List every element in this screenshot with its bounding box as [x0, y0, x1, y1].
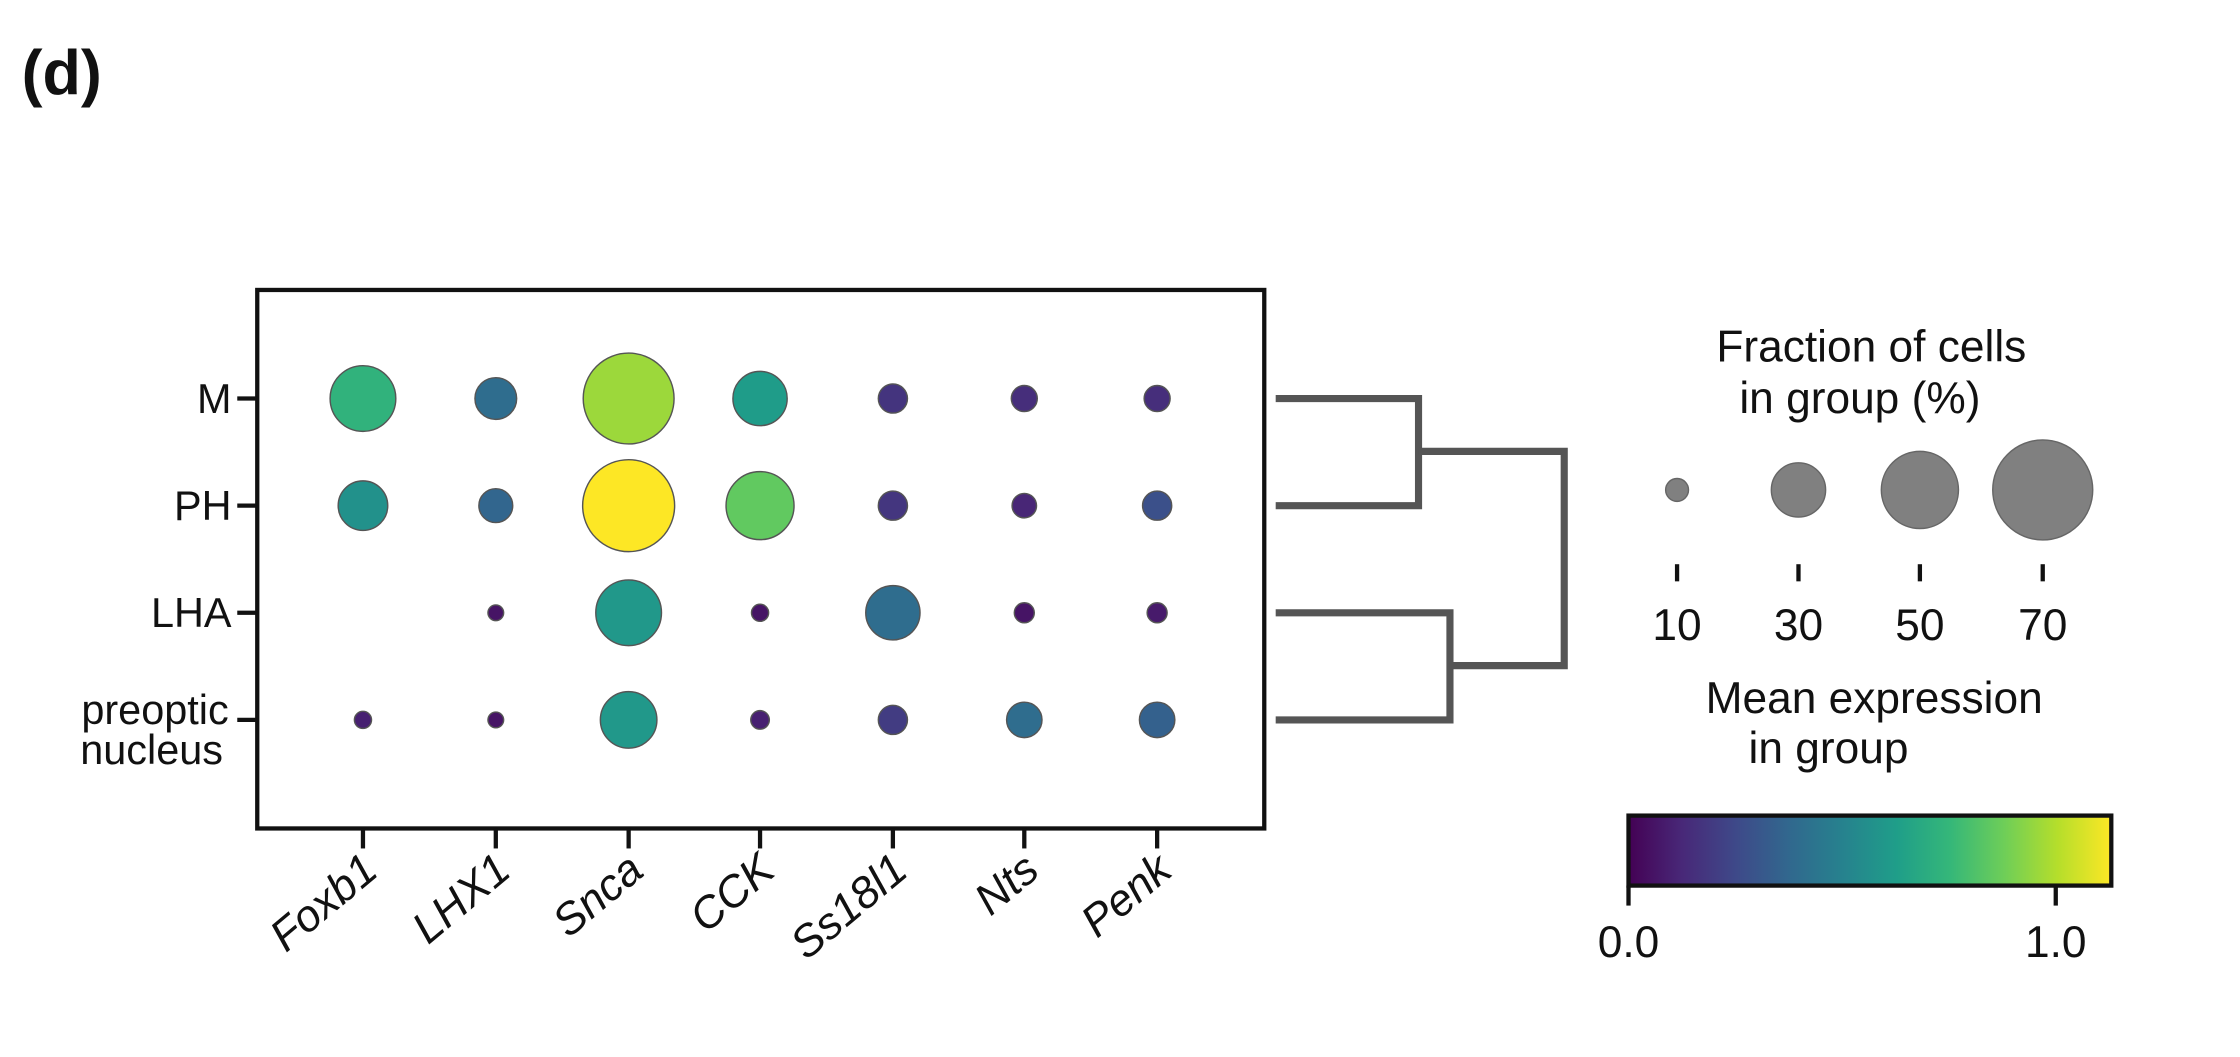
dot-LHA-Snca	[595, 579, 663, 647]
size-legend-dot	[1992, 439, 2094, 541]
dot-preoptic-nucleus-Foxb1	[353, 710, 373, 730]
size-legend-label: 10	[1652, 601, 1701, 650]
y-tick-label: nucleus	[80, 727, 223, 773]
x-tick-label-CCK: CCK	[681, 843, 786, 942]
dot-LHA-LHX1	[487, 604, 505, 622]
x-tick-label-Ss18l1: Ss18l1	[781, 844, 916, 969]
size-legend-dot	[1880, 450, 1960, 530]
color-legend: Mean expression in group 0.0 1.0	[1598, 674, 2114, 967]
size-legend-label: 50	[1895, 601, 1944, 650]
dot-PH-Foxb1	[337, 480, 389, 532]
dot-PH-CCK	[725, 470, 795, 541]
dot-M-Foxb1	[329, 364, 397, 433]
dot-preoptic-nucleus-Penk	[1138, 701, 1176, 739]
color-legend-title-1: Mean expression	[1706, 674, 2043, 723]
dot-preoptic-nucleus-CCK	[750, 709, 771, 730]
dot-preoptic-nucleus-Nts	[1005, 701, 1043, 739]
dot-LHA-CCK	[750, 603, 770, 623]
dot-M-Penk	[1143, 384, 1171, 413]
dendrogram-root	[1418, 447, 1568, 670]
x-tick-label-Foxb1: Foxb1	[261, 844, 387, 961]
color-legend-title-2: in group	[1748, 724, 1908, 773]
x-tick-label-LHX1: LHX1	[403, 844, 519, 953]
dot-LHA-Penk	[1146, 602, 1168, 624]
dots-layer	[329, 352, 1176, 749]
y-tick-label: PH	[174, 483, 232, 529]
size-legend-label: 70	[2018, 601, 2067, 650]
dendrogram-branch-M-PH	[1275, 394, 1423, 510]
size-legend: Fraction of cells in group (%) 10 30 50 70	[1652, 322, 2094, 650]
size-legend-title-1: Fraction of cells	[1716, 322, 2026, 371]
dot-M-LHX1	[474, 376, 518, 421]
x-tick-label-Nts: Nts	[966, 844, 1048, 924]
y-tick-label: LHA	[151, 590, 232, 636]
y-tick-label: preoptic	[81, 687, 228, 733]
size-legend-dot	[1664, 477, 1690, 503]
dot-M-Ss18l1	[877, 383, 909, 414]
colorbar	[1626, 813, 2114, 888]
dendrogram-branch-LHA-preoptic	[1275, 609, 1454, 724]
dot-PH-Snca	[581, 458, 676, 553]
colorbar-tick-label: 0.0	[1598, 918, 1660, 967]
dendrogram	[1275, 394, 1568, 724]
dot-preoptic-nucleus-Snca	[599, 690, 658, 749]
dot-M-Snca	[582, 352, 675, 445]
dot-LHA-Nts	[1013, 602, 1036, 624]
dot-PH-LHX1	[478, 488, 514, 524]
dot-PH-Ss18l1	[877, 490, 909, 521]
dot-M-CCK	[732, 370, 788, 427]
size-legend-title-2: in group (%)	[1739, 374, 1980, 423]
size-legend-label: 30	[1774, 601, 1823, 650]
dot-PH-Penk	[1141, 490, 1173, 521]
dot-preoptic-nucleus-Ss18l1	[877, 704, 909, 736]
colorbar-tick-label: 1.0	[2025, 918, 2087, 967]
dot-LHA-Ss18l1	[865, 584, 921, 641]
dot-PH-Nts	[1011, 492, 1038, 519]
x-tick-label-Snca: Snca	[543, 844, 652, 946]
dot-preoptic-nucleus-LHX1	[487, 711, 505, 729]
size-legend-dot	[1770, 462, 1827, 518]
x-tick-label-Penk: Penk	[1072, 843, 1182, 947]
panel-label: (d)	[22, 38, 102, 108]
dot-M-Nts	[1010, 384, 1039, 413]
y-tick-label: M	[197, 376, 232, 422]
